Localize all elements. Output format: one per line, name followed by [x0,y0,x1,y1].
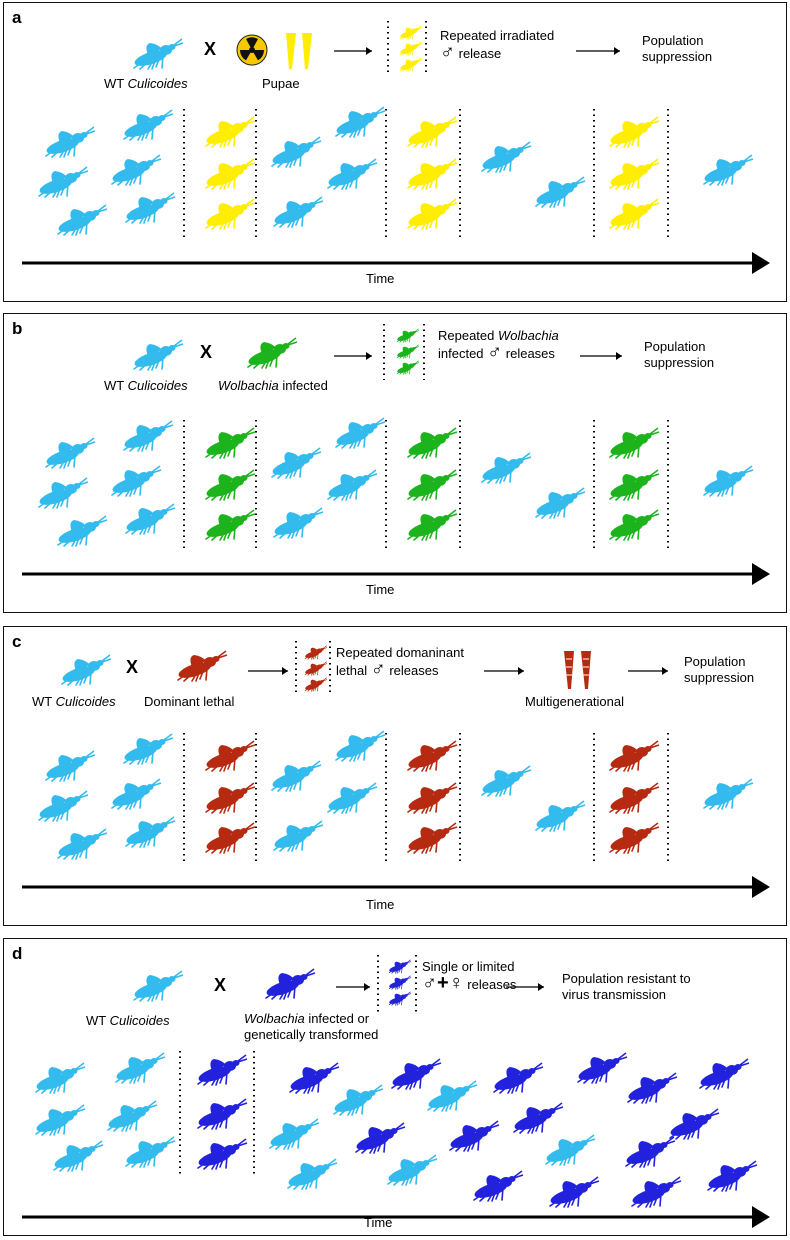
treatment-label: Pupae [262,76,300,91]
pupae-icon [286,33,312,69]
release-label: Repeated irradiated ♂ release [440,28,555,63]
radiation-icon [236,34,268,66]
wt-midge-icon [131,970,184,1002]
intermediate-label: Multigenerational [525,694,625,709]
release-population [203,116,660,230]
wt-label: WT Culicoides [32,694,116,709]
cross-symbol: X [214,975,227,995]
multigenerational-pupae-icon [564,651,591,689]
timeline-arrowhead [752,1206,770,1228]
wt-midge-icon [131,339,184,371]
timeline-arrowhead [752,876,770,898]
wt-label: WT Culicoides [104,378,188,393]
release-midges-small [399,25,423,72]
panel-b: b WT Culicoides X Wolbachia infected Rep… [3,313,787,613]
timeline-arrowhead [752,252,770,274]
release-midges-small [304,645,328,692]
panel-a: a WT Culicoides X Pupae Repeated irradia… [3,2,787,302]
release-population [195,1052,758,1208]
panel-letter: d [12,944,23,963]
treatment-label: Wolbachia infected [218,378,328,393]
timeline-arrowhead [752,563,770,585]
panel-letter: c [12,632,22,651]
treatment-label: Dominant lethal [144,694,235,709]
cross-symbol: X [126,657,139,677]
timeline-label: Time [366,582,395,597]
release-boundaries [183,109,669,241]
wt-midge-icon [59,654,112,686]
release-label: Repeated domaninant lethal ♂ releases [336,645,464,680]
panel-letter: b [12,319,23,338]
release-boundaries [179,1051,255,1177]
panel-b-graphics [22,324,770,585]
release-label: Single or limited ♂+♀ releases [422,959,517,994]
cross-symbol: X [204,39,217,59]
timeline-label: Time [366,271,395,286]
panel-c-graphics [22,641,770,898]
panel-c: c WT Culicoides X Dominant lethal Repeat… [3,626,787,926]
release-boundaries [183,733,669,865]
timeline-label: Time [366,897,395,912]
release-population [203,427,660,541]
panel-d-graphics [22,955,770,1228]
transformed-midge-icon [263,968,316,1000]
wt-midge-icon [131,38,184,70]
wt-label: WT Culicoides [104,76,188,91]
release-midges-small [388,959,412,1006]
release-label: Repeated Wolbachia infected ♂ releases [438,328,559,363]
cross-symbol: X [200,342,213,362]
wt-label: WT Culicoides [86,1013,170,1028]
release-midges-small [396,328,420,375]
wolbachia-midge-icon [245,337,298,369]
panel-letter: a [12,8,22,27]
dominant-lethal-midge-icon [175,650,228,682]
panel-d: d WT Culicoides X Wolbachia infected or … [3,938,787,1236]
treatment-label: Wolbachia infected or genetically transf… [244,1011,379,1042]
panel-a-graphics [22,21,770,274]
release-population [203,740,660,854]
timeline-label: Time [364,1215,393,1230]
release-boundaries [183,420,669,552]
